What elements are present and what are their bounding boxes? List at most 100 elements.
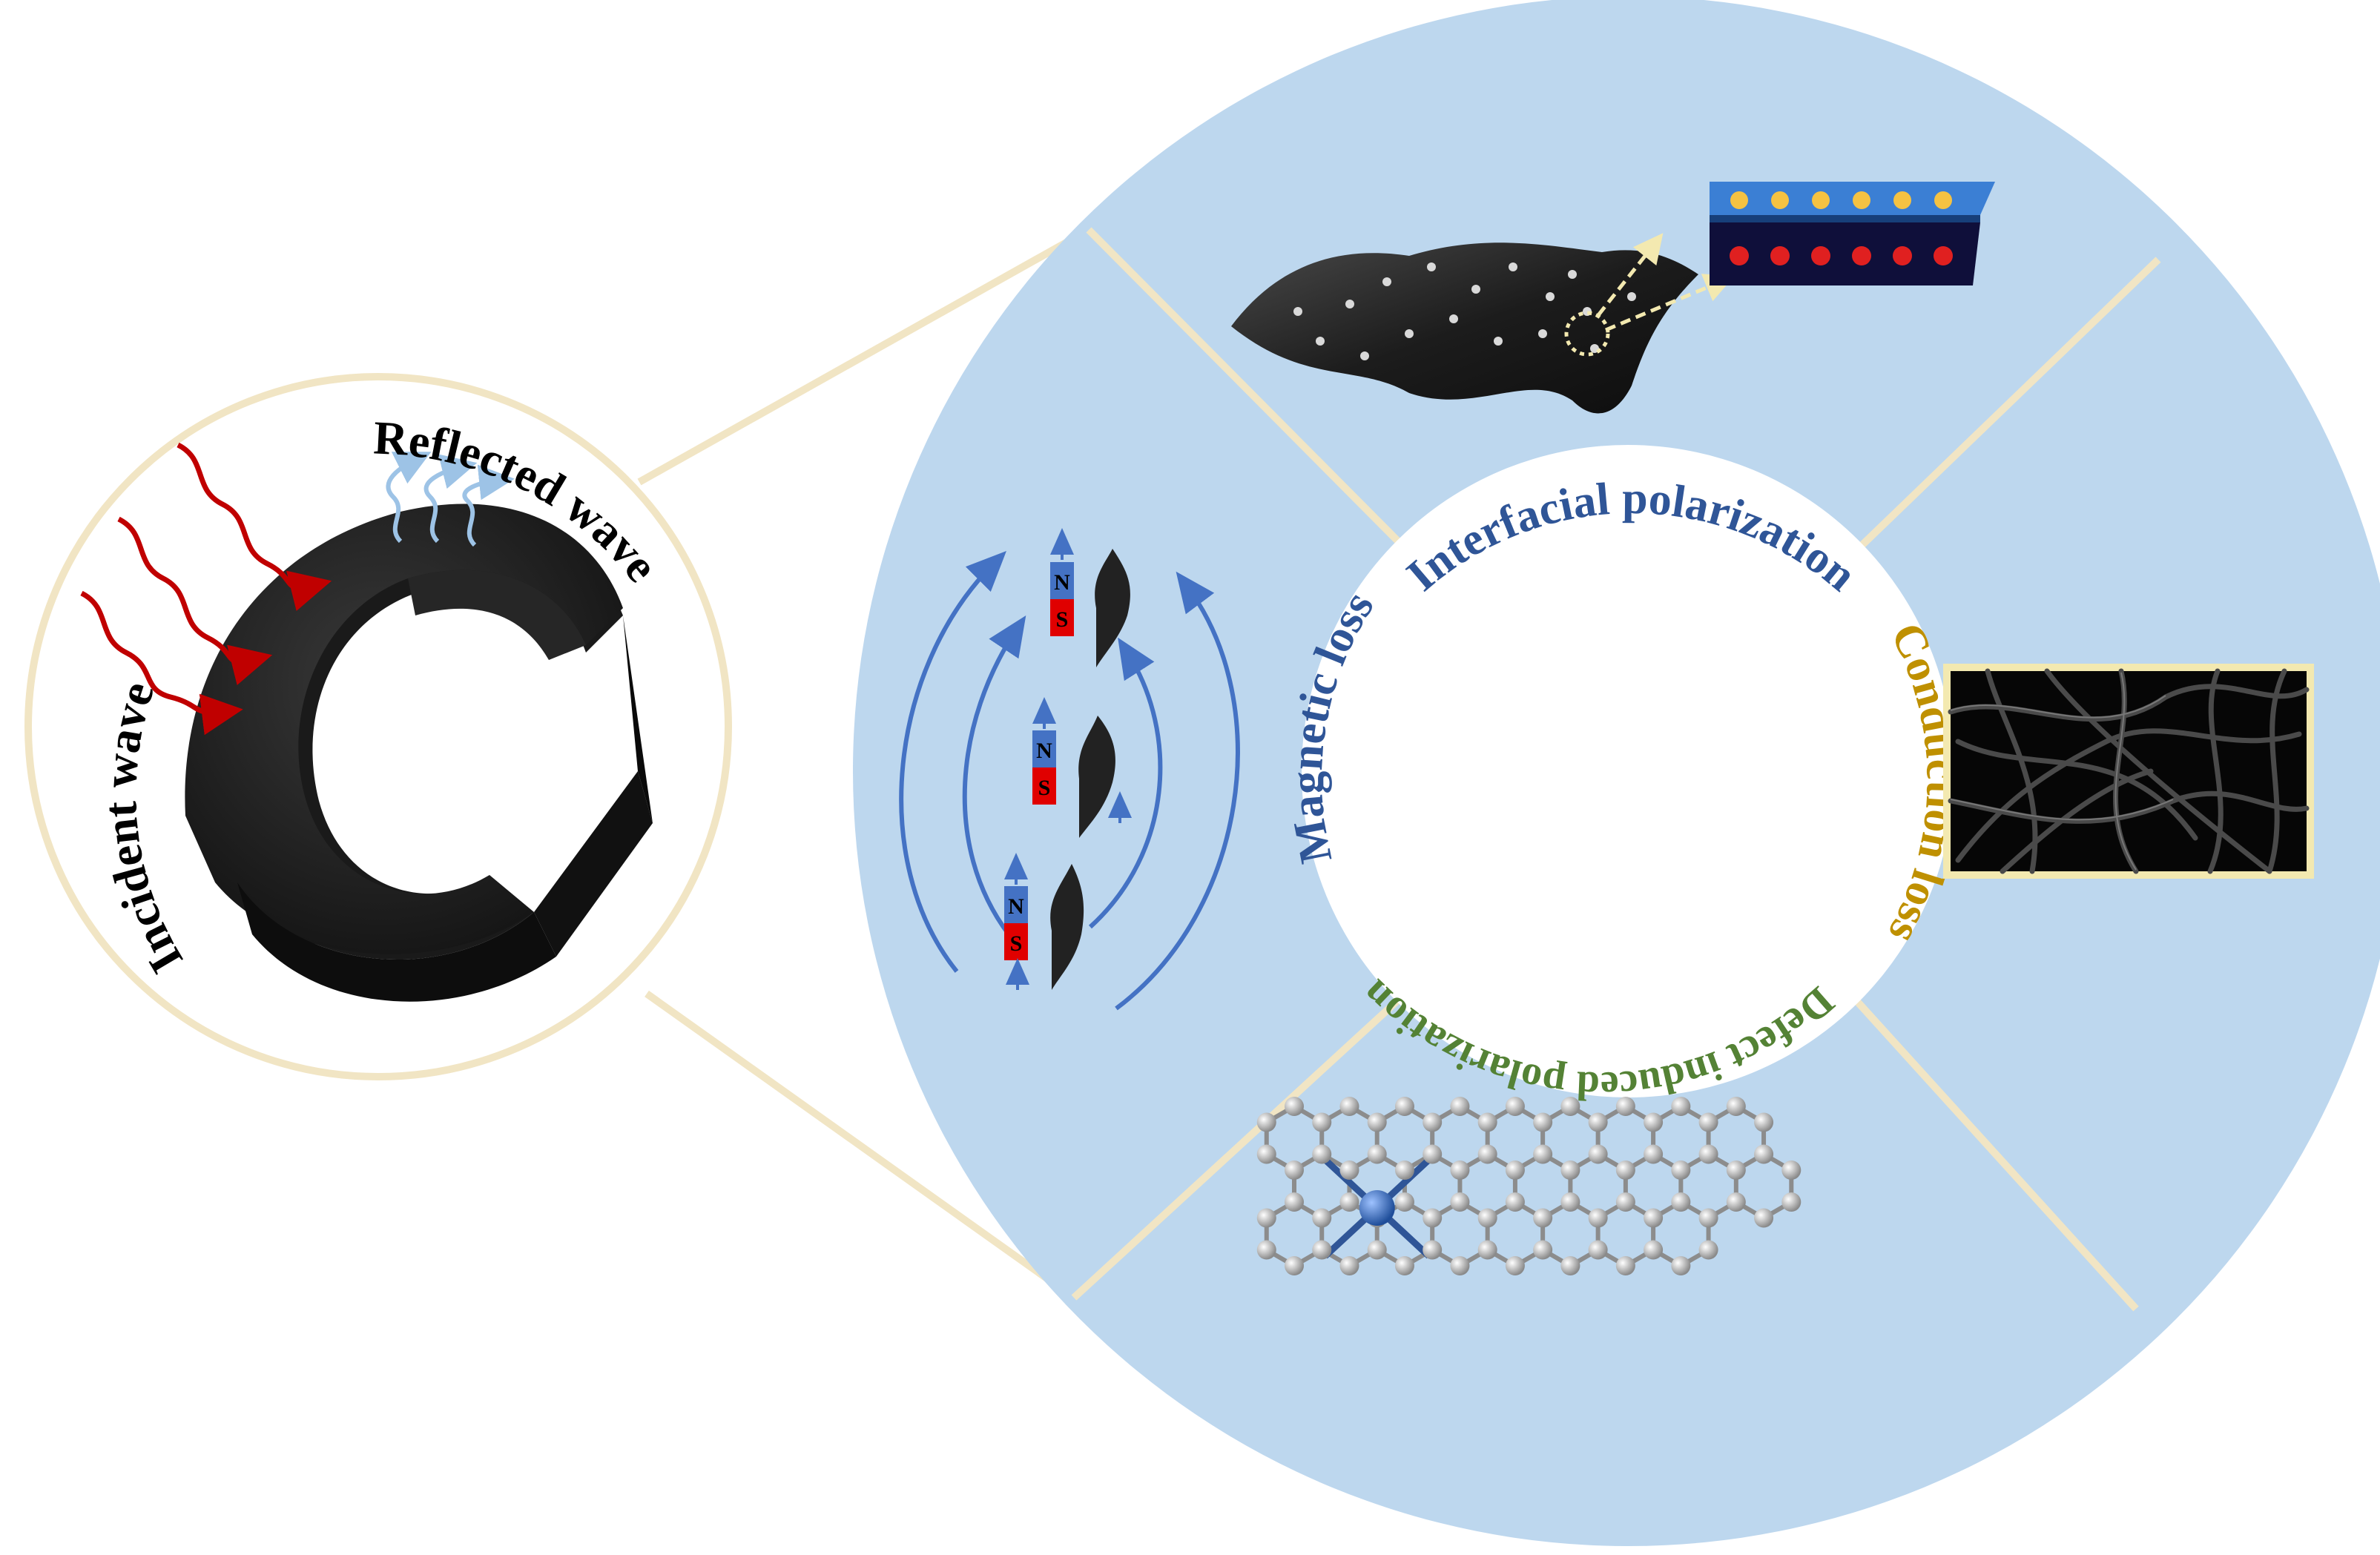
carbon-atom: [1312, 1144, 1332, 1164]
carbon-atom: [1256, 1112, 1276, 1132]
divider-bottom-right: [1844, 987, 2139, 1312]
carbon-atom: [1615, 1192, 1635, 1212]
carbon-atom: [1477, 1208, 1497, 1228]
interfacial-illustration: [1231, 182, 1995, 414]
zoom-line-bottom: [645, 990, 1076, 1301]
carbon-atom: [1505, 1097, 1525, 1116]
carbon-atom: [1533, 1144, 1553, 1164]
carbon-atom: [1285, 1256, 1304, 1275]
carbon-atom: [1698, 1112, 1718, 1132]
carbon-atom: [1450, 1192, 1470, 1212]
carbon-atom: [1423, 1144, 1443, 1164]
carbon-atom: [1615, 1256, 1635, 1275]
carbon-atom: [1533, 1112, 1553, 1132]
carbon-atom: [1588, 1144, 1608, 1164]
carbon-atom: [1505, 1161, 1525, 1180]
magnet-3: N S: [1004, 864, 1084, 990]
carbon-atom: [1477, 1240, 1497, 1260]
carbon-atom: [1339, 1256, 1359, 1275]
carbon-atom: [1312, 1240, 1332, 1260]
carbon-atom: [1781, 1192, 1802, 1212]
carbon-atom: [1754, 1112, 1774, 1132]
carbon-atom: [1450, 1097, 1470, 1116]
carbon-atom: [1339, 1192, 1359, 1212]
carbon-atom: [1256, 1240, 1276, 1260]
carbon-atom: [1394, 1097, 1414, 1116]
sheet-particles: [1293, 263, 1636, 360]
carbon-atom: [1505, 1256, 1525, 1275]
carbon-atom: [1450, 1161, 1470, 1180]
carbon-atom: [1560, 1161, 1580, 1180]
carbon-atom: [1285, 1192, 1304, 1212]
carbon-atom: [1423, 1208, 1443, 1228]
carbon-atom: [1256, 1208, 1276, 1228]
magnet-3-south: S: [1010, 931, 1023, 956]
divider-top-right: [1844, 257, 2161, 563]
carbon-atom: [1644, 1208, 1664, 1228]
carbon-atom: [1285, 1097, 1304, 1116]
carbon-atom: [1671, 1256, 1691, 1275]
carbon-atom: [1754, 1144, 1774, 1164]
magnet-3-north: N: [1008, 894, 1024, 919]
divider-top-left: [1086, 227, 1412, 555]
carbon-atom: [1644, 1112, 1664, 1132]
capacitor-layers: [1710, 182, 1995, 285]
positive-charges: [1730, 246, 1953, 265]
magnet-1-north: N: [1054, 570, 1070, 595]
magnet-2-north: N: [1036, 739, 1052, 763]
negative-charges: [1730, 191, 1952, 209]
carbon-atom: [1726, 1161, 1746, 1180]
carbon-atoms: [1256, 1097, 1802, 1275]
carbon-atom: [1477, 1144, 1497, 1164]
magnet-1: N S: [1050, 549, 1130, 667]
carbon-atom: [1285, 1161, 1304, 1180]
carbon-atom: [1533, 1240, 1553, 1260]
carbon-atom: [1644, 1240, 1664, 1260]
magnet-2: N S: [1032, 716, 1115, 838]
carbon-atom: [1339, 1097, 1359, 1116]
carbon-atom: [1671, 1192, 1691, 1212]
carbon-atom: [1367, 1112, 1387, 1132]
magnet-2-south: S: [1038, 776, 1051, 800]
magnet-1-south: S: [1056, 607, 1069, 632]
defect-illustration: [1256, 1097, 1802, 1275]
absorber-zoom: Incident wave Reflected wave: [24, 373, 732, 1080]
carbon-atom: [1312, 1112, 1332, 1132]
carbon-atom: [1394, 1256, 1414, 1275]
carbon-atom: [1615, 1161, 1635, 1180]
carbon-atom: [1726, 1192, 1746, 1212]
carbon-atom: [1726, 1097, 1746, 1116]
carbon-atom: [1367, 1240, 1387, 1260]
carbon-atom: [1423, 1240, 1443, 1260]
carbon-atom: [1560, 1192, 1580, 1212]
carbon-atom: [1477, 1112, 1497, 1132]
carbon-atom: [1312, 1208, 1332, 1228]
carbon-atom: [1588, 1112, 1608, 1132]
carbon-atom: [1560, 1097, 1580, 1116]
divider-bottom-left: [1071, 987, 1412, 1301]
carbon-atom: [1560, 1256, 1580, 1275]
carbon-atom: [1367, 1144, 1387, 1164]
carbon-atom: [1698, 1240, 1718, 1260]
carbon-atom: [1505, 1192, 1525, 1212]
incident-arrows: [80, 442, 332, 736]
carbon-atom: [1394, 1161, 1414, 1180]
carbon-atom: [1754, 1208, 1774, 1228]
magnetic-illustration: N S N S N S: [899, 528, 1240, 1011]
carbon-atom: [1256, 1144, 1276, 1164]
carbon-atom: [1588, 1208, 1608, 1228]
carbon-atom: [1615, 1097, 1635, 1116]
carbon-atom: [1698, 1208, 1718, 1228]
zoom-circle: [1564, 311, 1610, 357]
carbon-atom: [1781, 1161, 1802, 1180]
reflected-arrows: [386, 452, 515, 547]
dopant-atom: [1359, 1190, 1395, 1226]
carbon-atom: [1588, 1240, 1608, 1260]
center-circle: [1302, 445, 1954, 1097]
zoom-line-top: [637, 226, 1091, 486]
carbon-atom: [1450, 1256, 1470, 1275]
carbon-atom: [1671, 1161, 1691, 1180]
carbon-atom: [1698, 1144, 1718, 1164]
